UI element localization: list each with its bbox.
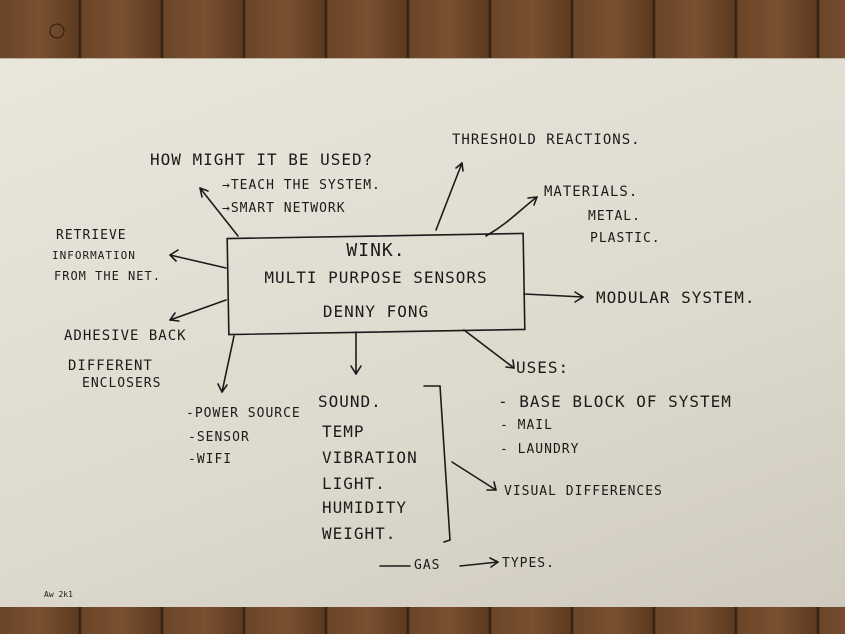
whiteboard [0, 58, 845, 607]
threshold-label: THRESHOLD REACTIONS. [452, 132, 641, 148]
materials-item: METAL. [588, 209, 641, 224]
sensor-item: HUMIDITY [322, 498, 408, 517]
how-used-item: →TEACH THE SYSTEM. [222, 178, 381, 193]
how-used-label: HOW MIGHT IT BE USED? [150, 150, 374, 169]
adhesive-line: ADHESIVE BACK [64, 328, 187, 344]
sensor-item: VIBRATION [322, 448, 418, 467]
modular-label: MODULAR SYSTEM. [596, 288, 756, 307]
power-item: -POWER SOURCE [186, 406, 301, 421]
materials-item: PLASTIC. [590, 231, 661, 246]
arrow-retrieve [169, 254, 227, 269]
sensor-item: LIGHT. [322, 474, 386, 493]
corner-note: Aw 2k1 [44, 590, 73, 599]
arrow-adhesive [169, 299, 227, 321]
board-subtitle: MULTI PURPOSE SENSORS [264, 268, 488, 287]
gas-label: GAS [414, 558, 441, 573]
retrieve-line: FROM THE NET. [54, 269, 161, 283]
central-box [226, 232, 526, 336]
uses-item: - MAIL [500, 418, 553, 433]
visual-differences-label: VISUAL DIFFERENCES [504, 484, 663, 499]
power-item: -WIFI [188, 452, 233, 467]
arrow-power [221, 335, 235, 393]
arrow-visual [451, 461, 497, 491]
adhesive-line: DIFFERENT [68, 358, 153, 374]
arrow-threshold [435, 162, 463, 231]
retrieve-line: INFORMATION [52, 249, 136, 262]
retrieve-line: RETRIEVE [56, 228, 127, 243]
sensor-bracket [423, 385, 451, 543]
types-label: TYPES. [502, 556, 555, 571]
arrow-how-used [199, 187, 239, 237]
uses-item: - BASE BLOCK OF SYSTEM [498, 392, 732, 411]
board-title: WINK. [346, 240, 406, 261]
sensor-item: SOUND. [318, 392, 382, 411]
arrow-uses [463, 329, 515, 369]
arrow-modular [523, 293, 584, 298]
arrow-gas-types [459, 561, 499, 567]
how-used-item: →SMART NETWORK [222, 201, 346, 216]
power-item: -SENSOR [188, 430, 250, 445]
uses-item: - LAUNDRY [500, 442, 580, 457]
materials-label: MATERIALS. [544, 184, 639, 200]
adhesive-line: ENCLOSERS [82, 376, 162, 391]
uses-label: USES: [516, 358, 570, 377]
floor-knot [49, 23, 65, 39]
board-author: DENNY FONG [322, 302, 430, 321]
arrow-materials [485, 196, 538, 237]
sensor-item: WEIGHT. [322, 524, 397, 543]
sensor-item: TEMP [322, 422, 365, 441]
